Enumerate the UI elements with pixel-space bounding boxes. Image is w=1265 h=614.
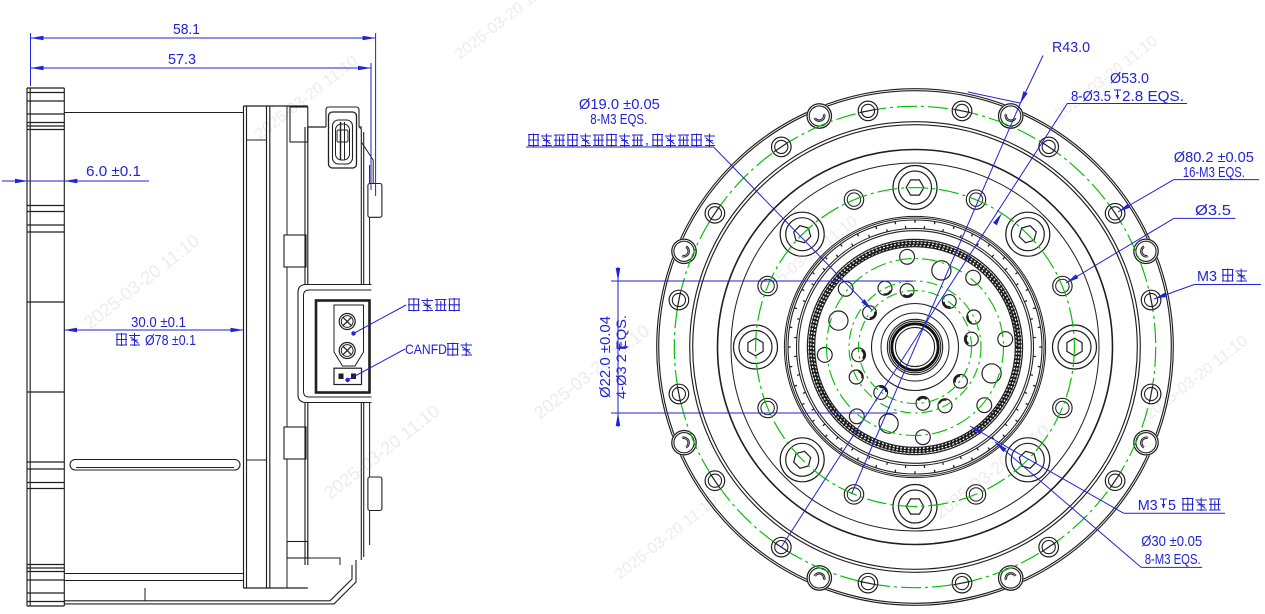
svg-text:Ø78 ±0.1: Ø78 ±0.1	[145, 332, 196, 349]
svg-text:CANFD: CANFD	[405, 341, 447, 357]
svg-text:57.3: 57.3	[168, 51, 196, 68]
svg-text:M3: M3	[1138, 497, 1158, 514]
svg-text:16-M3 EQS.: 16-M3 EQS.	[1183, 164, 1245, 181]
svg-text:R43.0: R43.0	[1052, 39, 1090, 56]
svg-text:Ø80.2 ±0.05: Ø80.2 ±0.05	[1174, 149, 1254, 166]
svg-text:M3: M3	[1197, 268, 1217, 285]
svg-text:30.0 ±0.1: 30.0 ±0.1	[131, 314, 186, 331]
svg-text:2.8 EQS.: 2.8 EQS.	[1122, 88, 1184, 105]
svg-text:8-M3 EQS.: 8-M3 EQS.	[1145, 551, 1201, 568]
svg-text:Ø53.0: Ø53.0	[1110, 70, 1149, 87]
svg-text:8-M3 EQS.: 8-M3 EQS.	[590, 111, 647, 128]
svg-text:,: ,	[645, 132, 649, 148]
svg-text:58.1: 58.1	[173, 21, 200, 38]
svg-text:Ø30 ±0.05: Ø30 ±0.05	[1141, 533, 1202, 550]
svg-text:Ø3.5: Ø3.5	[1195, 202, 1231, 219]
svg-text:Ø19.0 ±0.05: Ø19.0 ±0.05	[579, 96, 660, 113]
svg-text:Ø22.0 ±0.04: Ø22.0 ±0.04	[597, 316, 614, 398]
svg-text:8-Ø3.5: 8-Ø3.5	[1071, 88, 1111, 105]
svg-text:5: 5	[1168, 497, 1176, 514]
svg-text:6.0 ±0.1: 6.0 ±0.1	[86, 163, 141, 180]
svg-text:4-Ø3 2 EQS.: 4-Ø3 2 EQS.	[614, 315, 629, 399]
